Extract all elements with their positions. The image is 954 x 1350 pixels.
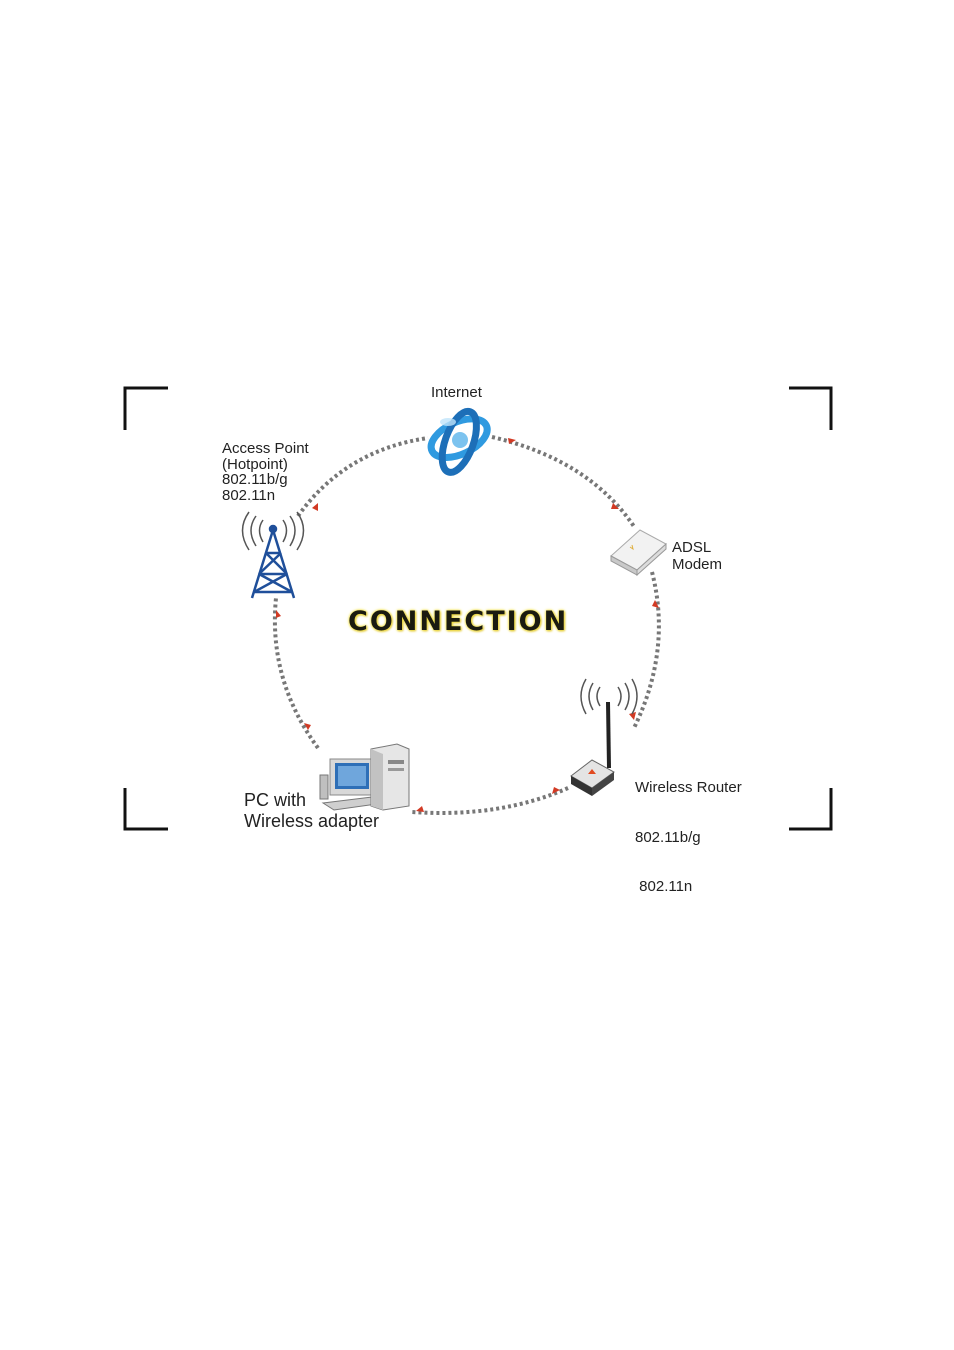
adsl-modem-icon — [611, 530, 666, 575]
corner-top-left — [125, 388, 168, 430]
label-line: 802.11n — [635, 879, 742, 896]
link-modem-router — [634, 572, 659, 728]
label-line: Wireless adapter — [244, 811, 379, 832]
diagram-title: CONNECTION — [348, 606, 568, 637]
arrow-marker — [416, 806, 424, 812]
link-router-pc — [412, 788, 568, 813]
antenna-tower-icon — [252, 526, 294, 598]
label-wireless-router: Wireless Router 802.11b/g 802.11n — [635, 747, 742, 929]
label-line: Access Point — [222, 441, 309, 457]
arrow-marker — [276, 610, 281, 618]
label-pc: PC with Wireless adapter — [244, 790, 379, 832]
label-line: Modem — [672, 556, 722, 573]
label-line: ADSL — [672, 539, 722, 556]
arrow-marker — [312, 503, 318, 511]
wireless-router-icon — [571, 702, 614, 796]
label-adsl-modem: ADSL Modem — [672, 539, 722, 573]
globe-orbit-icon — [425, 407, 493, 477]
label-access-point: Access Point (Hotpoint) 802.11b/g 802.11… — [222, 441, 309, 503]
corner-top-right — [789, 388, 831, 430]
label-line: Wireless Router — [635, 780, 742, 797]
corner-bottom-right — [789, 788, 831, 829]
label-line: Internet — [431, 385, 482, 401]
label-line: 802.11b/g — [222, 472, 309, 488]
label-line: PC with — [244, 790, 379, 811]
label-line: 802.11n — [222, 488, 309, 504]
corner-bottom-left — [125, 788, 168, 829]
link-pc-accesspoint — [275, 598, 318, 748]
label-internet: Internet — [431, 385, 482, 401]
label-line: 802.11b/g — [635, 830, 742, 847]
label-line: (Hotpoint) — [222, 457, 309, 473]
link-internet-modem — [492, 437, 635, 528]
